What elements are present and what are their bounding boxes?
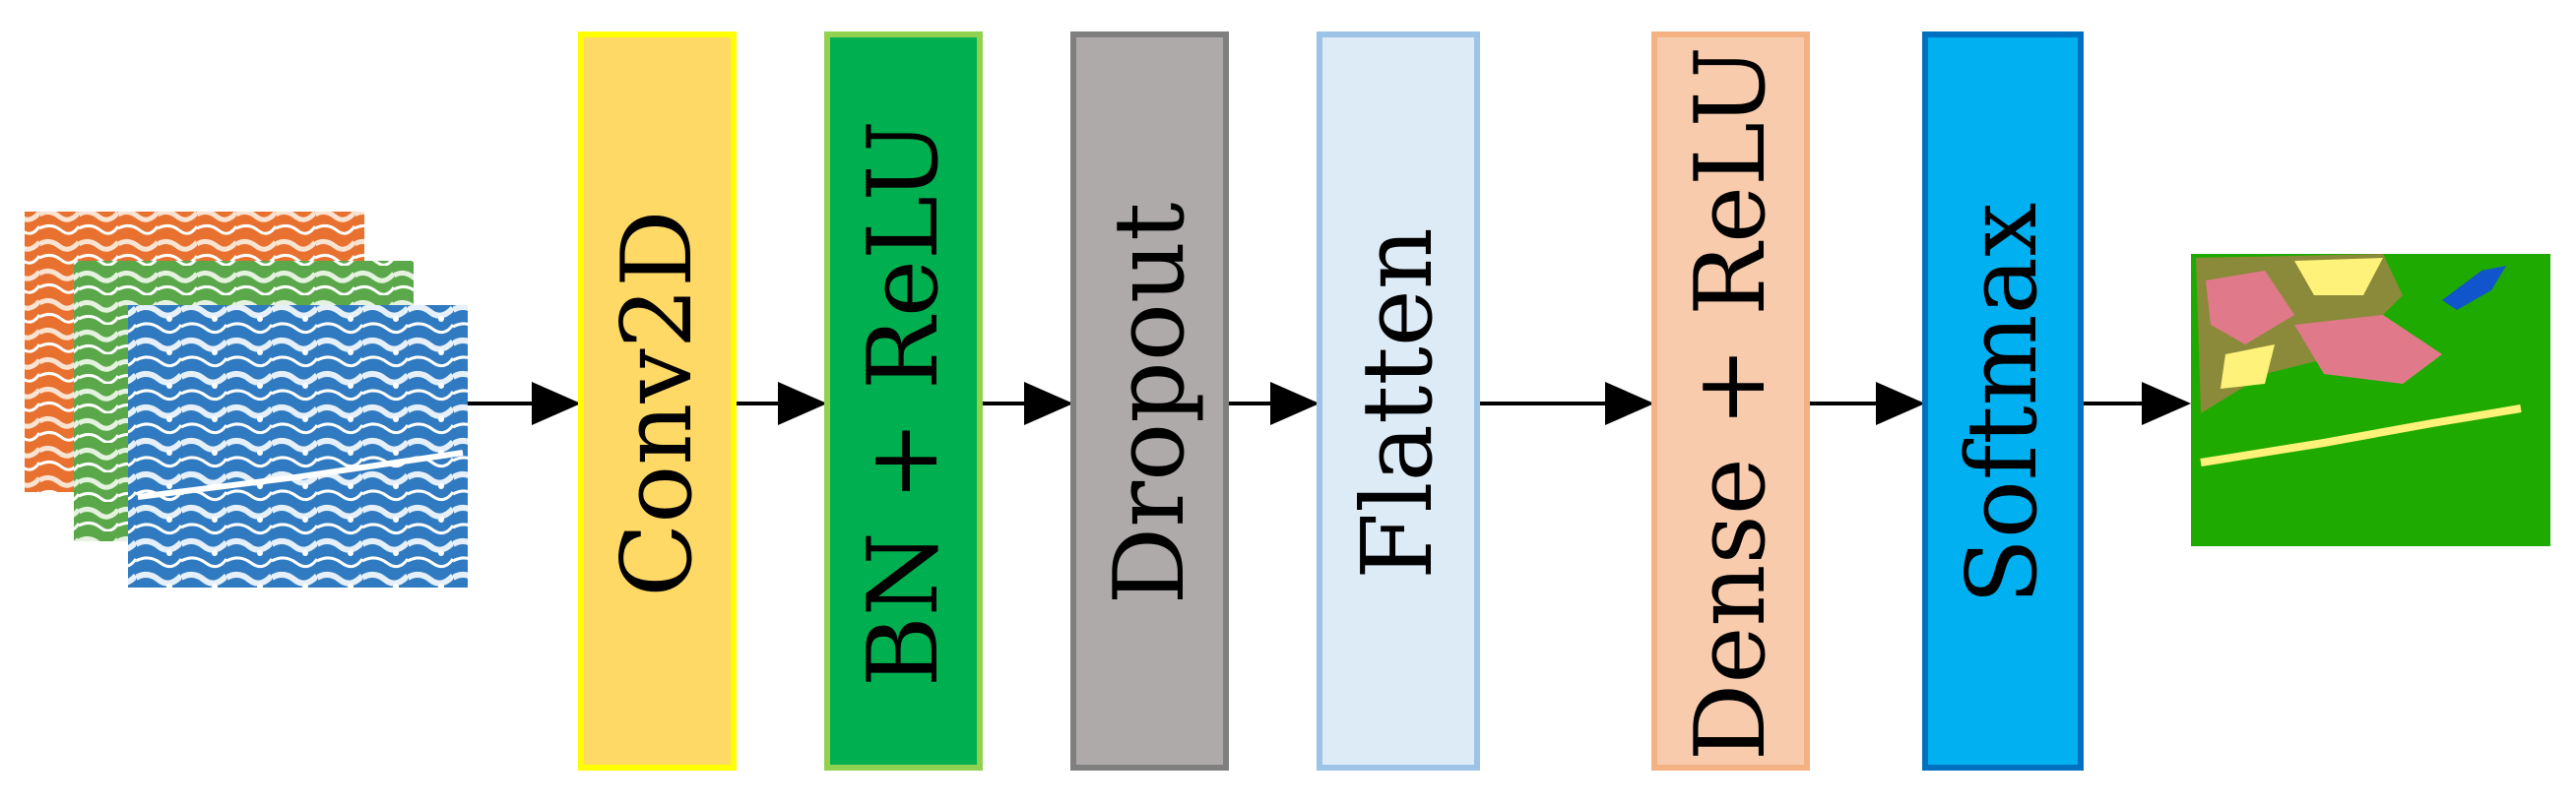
layer-bn-relu-box xyxy=(824,31,983,771)
arrow-softmax-to-output xyxy=(2083,382,2191,425)
output-map-water-region xyxy=(2442,266,2506,310)
layer-bn-relu: BN + ReLU xyxy=(824,31,983,771)
layer-dropout-box xyxy=(1070,31,1229,771)
layer-softmax: Softmax xyxy=(1922,31,2084,771)
output-map-yellow-region-2 xyxy=(2221,344,2275,389)
input-band-blue-road xyxy=(137,450,464,500)
output-classification-map xyxy=(2191,254,2550,546)
layer-dropout-label: Dropout xyxy=(1094,203,1206,605)
output-map-road xyxy=(2200,404,2522,466)
layer-dense-relu: Dense + ReLU xyxy=(1651,31,1810,771)
arrow-dense-to-softmax xyxy=(1810,382,1925,425)
output-map-pink-region xyxy=(2206,271,2294,344)
layer-flatten-box xyxy=(1317,31,1480,771)
arrow-flatten-to-dense xyxy=(1477,382,1654,425)
output-map-yellow-region xyxy=(2294,258,2383,295)
layer-conv2d-box xyxy=(578,31,737,771)
layer-dense-relu-box xyxy=(1651,31,1810,771)
output-map-pink-region-2 xyxy=(2294,315,2442,384)
layer-dropout: Dropout xyxy=(1070,31,1229,771)
arrow-bn-to-dropout xyxy=(983,382,1073,425)
layer-flatten: Flatten xyxy=(1317,31,1480,771)
input-band-blue xyxy=(128,305,468,588)
arrows xyxy=(468,382,2191,425)
layer-dense-relu-label: Dense + ReLU xyxy=(1675,46,1787,761)
arrow-conv2d-to-bn xyxy=(737,382,827,425)
layer-bn-relu-label: BN + ReLU xyxy=(848,120,960,687)
layer-conv2d: Conv2D xyxy=(578,31,737,771)
layer-softmax-box xyxy=(1922,31,2084,771)
input-image-stack xyxy=(25,212,468,588)
layer-softmax-label: Softmax xyxy=(1947,203,2059,604)
arrow-dropout-to-flatten xyxy=(1229,382,1320,425)
arrow-input-to-conv2d xyxy=(468,382,581,425)
layer-conv2d-label: Conv2D xyxy=(602,210,714,596)
layer-flatten-label: Flatten xyxy=(1342,227,1454,580)
